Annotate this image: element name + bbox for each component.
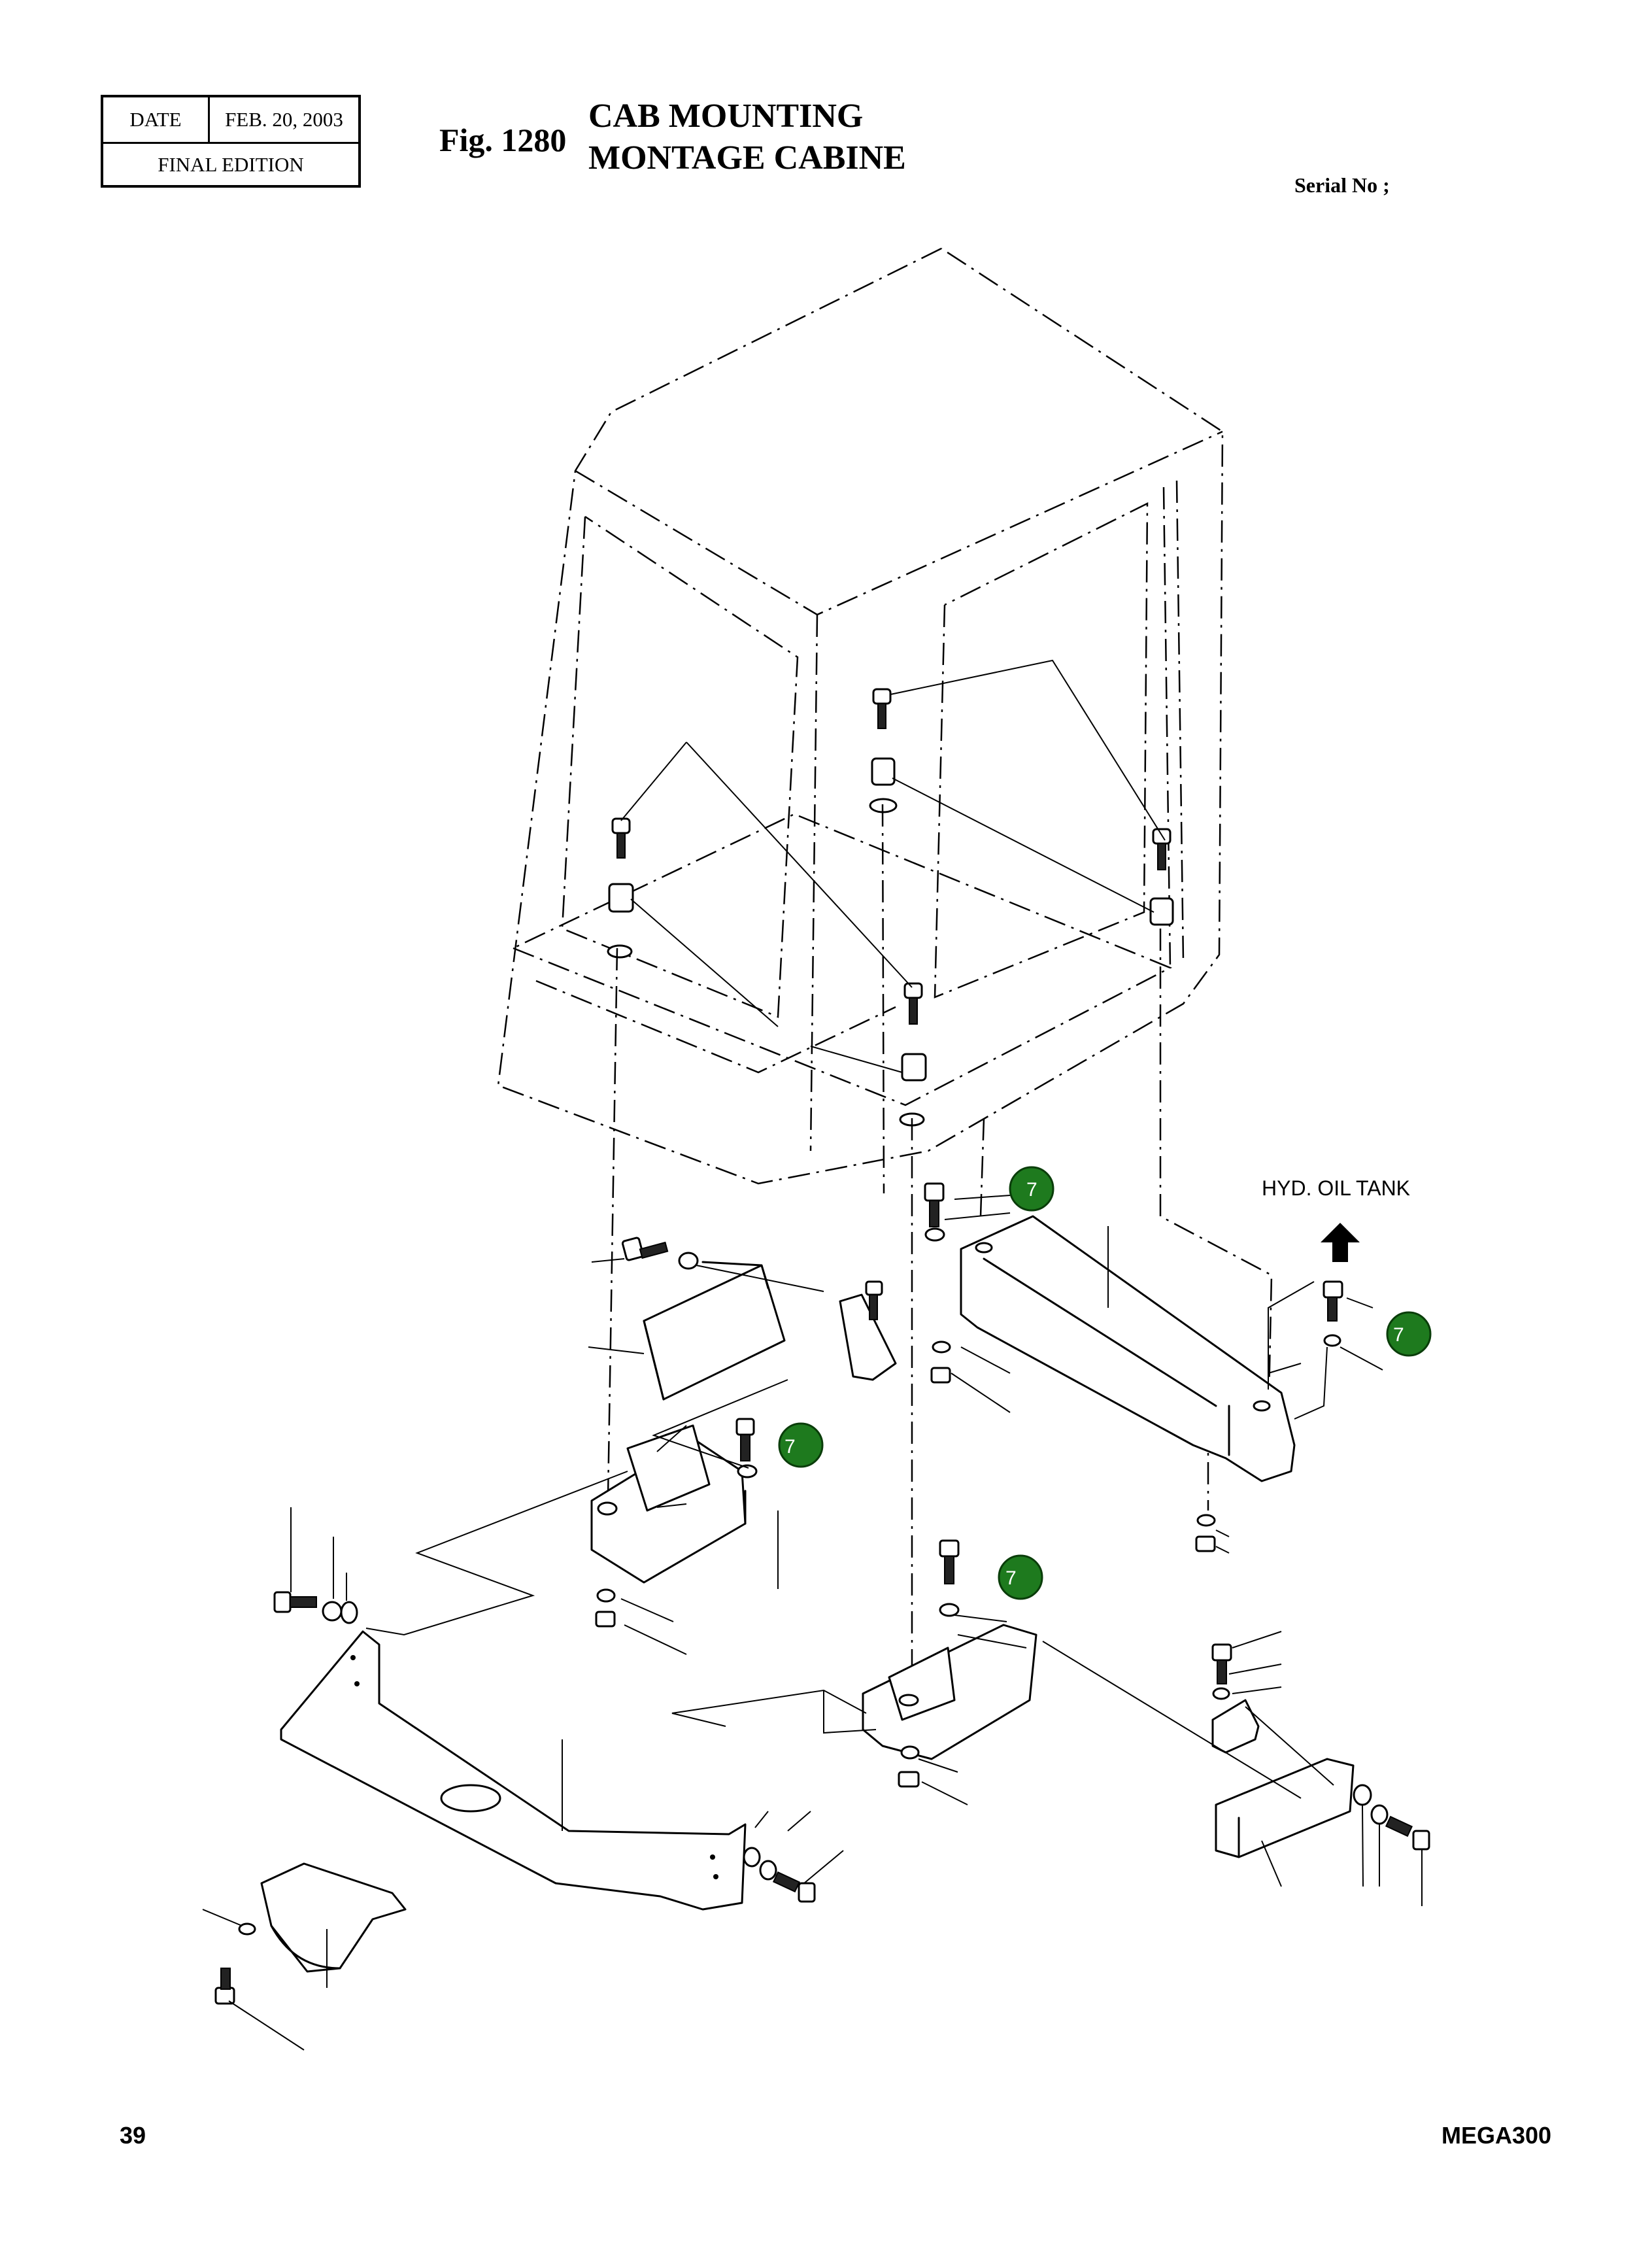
left-support-arm xyxy=(839,1280,897,1381)
front-side-bolt-left xyxy=(273,1591,358,1624)
rear-beam-nuts xyxy=(930,1340,1216,1552)
rear-cross-beam xyxy=(960,1215,1296,1482)
hood-bolt xyxy=(214,1968,235,2005)
date-box: DATE FEB. 20, 2003 FINAL EDITION xyxy=(101,95,361,188)
center-rear-bolt xyxy=(939,1539,960,1617)
front-side-bolt-right xyxy=(743,1847,816,1903)
date-label: DATE xyxy=(103,97,210,142)
hyd-oil-tank-arrow xyxy=(1321,1223,1360,1262)
center-rear-mount xyxy=(862,1624,1037,1760)
right-side-bracket xyxy=(1215,1758,1355,1858)
hood-cover xyxy=(238,1862,407,1973)
part-leader-lines xyxy=(202,1195,1423,2051)
callout-1: 7 xyxy=(1009,1166,1054,1212)
callout-3: 7 xyxy=(778,1422,824,1468)
left-mount-bolt xyxy=(735,1418,758,1478)
alignment-lines xyxy=(607,804,1273,1700)
cab-mount-bushing-4 xyxy=(899,1053,927,1127)
left-cap-bolt xyxy=(621,1237,669,1261)
left-bracket-plate xyxy=(643,1261,786,1401)
front-cross-member xyxy=(280,1630,747,1911)
left-washer xyxy=(678,1252,699,1270)
cab-leader-lines xyxy=(620,659,1166,1073)
title-french: MONTAGE CABINE xyxy=(588,139,906,177)
callout-4-label: 7 xyxy=(1005,1567,1017,1589)
page-number: 39 xyxy=(120,2122,146,2149)
cab-mount-bolt-1 xyxy=(872,688,892,729)
title-english: CAB MOUNTING xyxy=(588,97,864,135)
rear-beam-bolt-left xyxy=(924,1182,945,1242)
callout-3-label: 7 xyxy=(784,1436,796,1458)
figure-number: Fig. 1280 xyxy=(439,122,567,158)
cab-outline xyxy=(497,247,1224,1185)
cab-mount-bushing-1 xyxy=(869,757,898,813)
right-side-bolt xyxy=(1353,1784,1430,1851)
model-name: MEGA300 xyxy=(1441,2122,1552,2149)
cab-mount-bolt-4 xyxy=(903,982,923,1025)
date-value: FEB. 20, 2003 xyxy=(225,108,343,131)
callout-4: 7 xyxy=(998,1554,1043,1600)
cab-mount-bolt-3 xyxy=(1152,828,1172,870)
cab-mount-bushing-2 xyxy=(607,883,634,959)
callout-2-label: 7 xyxy=(1393,1324,1404,1346)
serial-number-label: Serial No ; xyxy=(1294,173,1390,197)
callout-1-label: 7 xyxy=(1026,1179,1037,1201)
center-rear-nut xyxy=(898,1745,920,1788)
hyd-oil-tank-note: HYD. OIL TANK xyxy=(1262,1176,1410,1200)
cab-mount-bolt-2 xyxy=(611,817,631,859)
rear-beam-bolt-right xyxy=(1323,1280,1343,1347)
date-row: DATE FEB. 20, 2003 xyxy=(103,97,358,144)
edition-label: FINAL EDITION xyxy=(158,152,304,176)
cab-mount-bushing-3 xyxy=(1149,897,1174,926)
left-lower-nut xyxy=(595,1588,616,1628)
callout-2: 7 xyxy=(1386,1311,1432,1357)
right-small-clip xyxy=(1211,1643,1260,1754)
left-mount-base xyxy=(590,1424,747,1584)
